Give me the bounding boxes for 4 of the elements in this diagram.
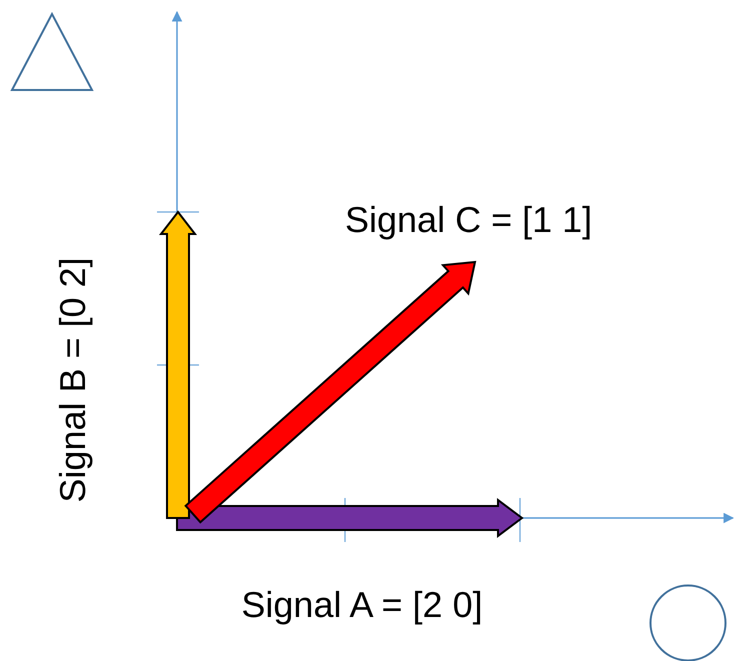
vector-label: Signal C = [1 1] <box>345 200 592 240</box>
triangle-shape <box>10 12 94 92</box>
vector-label: Signal A = [2 0] <box>241 585 483 625</box>
vector-label: Signal B = [0 2] <box>53 257 93 503</box>
